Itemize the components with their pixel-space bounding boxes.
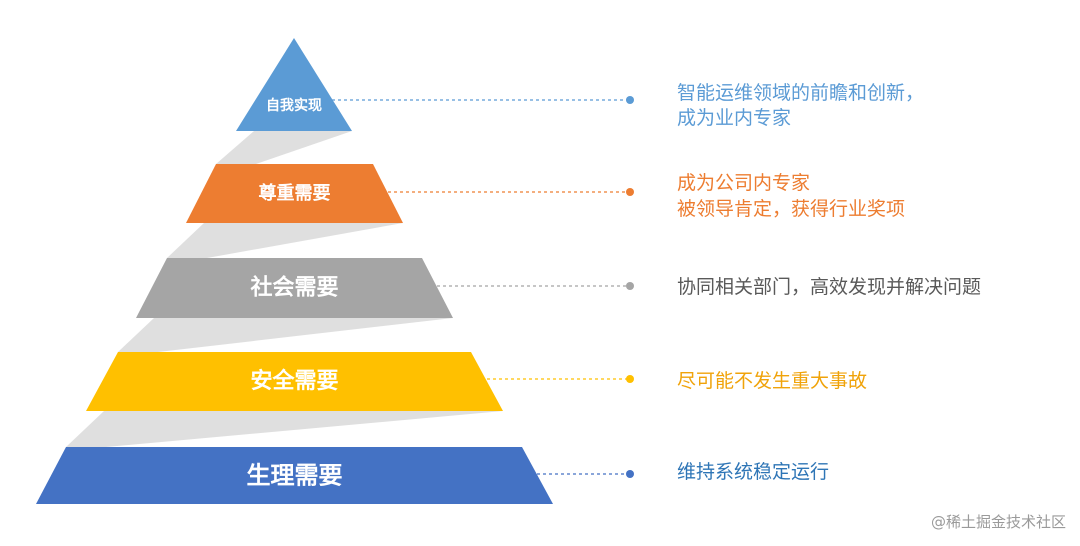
pyramid-level: 自我实现 — [236, 38, 352, 131]
level-label: 生理需要 — [247, 462, 343, 490]
level-shape — [136, 258, 453, 318]
leader-lines — [332, 96, 634, 478]
level-description: 成为公司内专家 — [677, 172, 810, 194]
level-label: 尊重需要 — [259, 182, 331, 204]
pyramid-level: 安全需要 — [86, 352, 503, 411]
leader-dot — [626, 282, 634, 290]
level-description: 尽可能不发生重大事故 — [677, 370, 867, 392]
level-description: 智能运维领域的前瞻和创新， — [677, 82, 924, 104]
level-shape — [86, 352, 503, 411]
leader-dot — [626, 375, 634, 383]
level-label: 安全需要 — [250, 368, 338, 394]
shadow-band — [167, 223, 403, 258]
leader-dot — [626, 470, 634, 478]
watermark: @稀土掘金技术社区 — [930, 513, 1066, 531]
leader-dot — [626, 188, 634, 196]
level-description: 成为业内专家 — [677, 107, 791, 129]
pyramid-level: 生理需要 — [36, 447, 553, 504]
descriptions: 智能运维领域的前瞻和创新， 成为业内专家成为公司内专家被领导肯定，获得行业奖项协同… — [677, 82, 981, 483]
pyramid-level: 社会需要 — [136, 258, 453, 318]
shadow-band — [66, 411, 503, 447]
leader-dot — [626, 96, 634, 104]
level-description: 被领导肯定，获得行业奖项 — [677, 198, 905, 220]
level-shape — [186, 164, 403, 223]
level-label: 自我实现 — [266, 97, 322, 114]
shadow-band — [118, 318, 453, 352]
level-description: 协同相关部门，高效发现并解决问题 — [677, 276, 981, 298]
level-description: 维持系统稳定运行 — [677, 461, 829, 483]
shadow-band — [216, 131, 352, 164]
pyramid-shadow-bands — [66, 131, 503, 447]
level-shape — [236, 38, 352, 131]
level-label: 社会需要 — [250, 275, 338, 301]
pyramid-level: 尊重需要 — [186, 164, 403, 223]
level-shape — [36, 447, 553, 504]
